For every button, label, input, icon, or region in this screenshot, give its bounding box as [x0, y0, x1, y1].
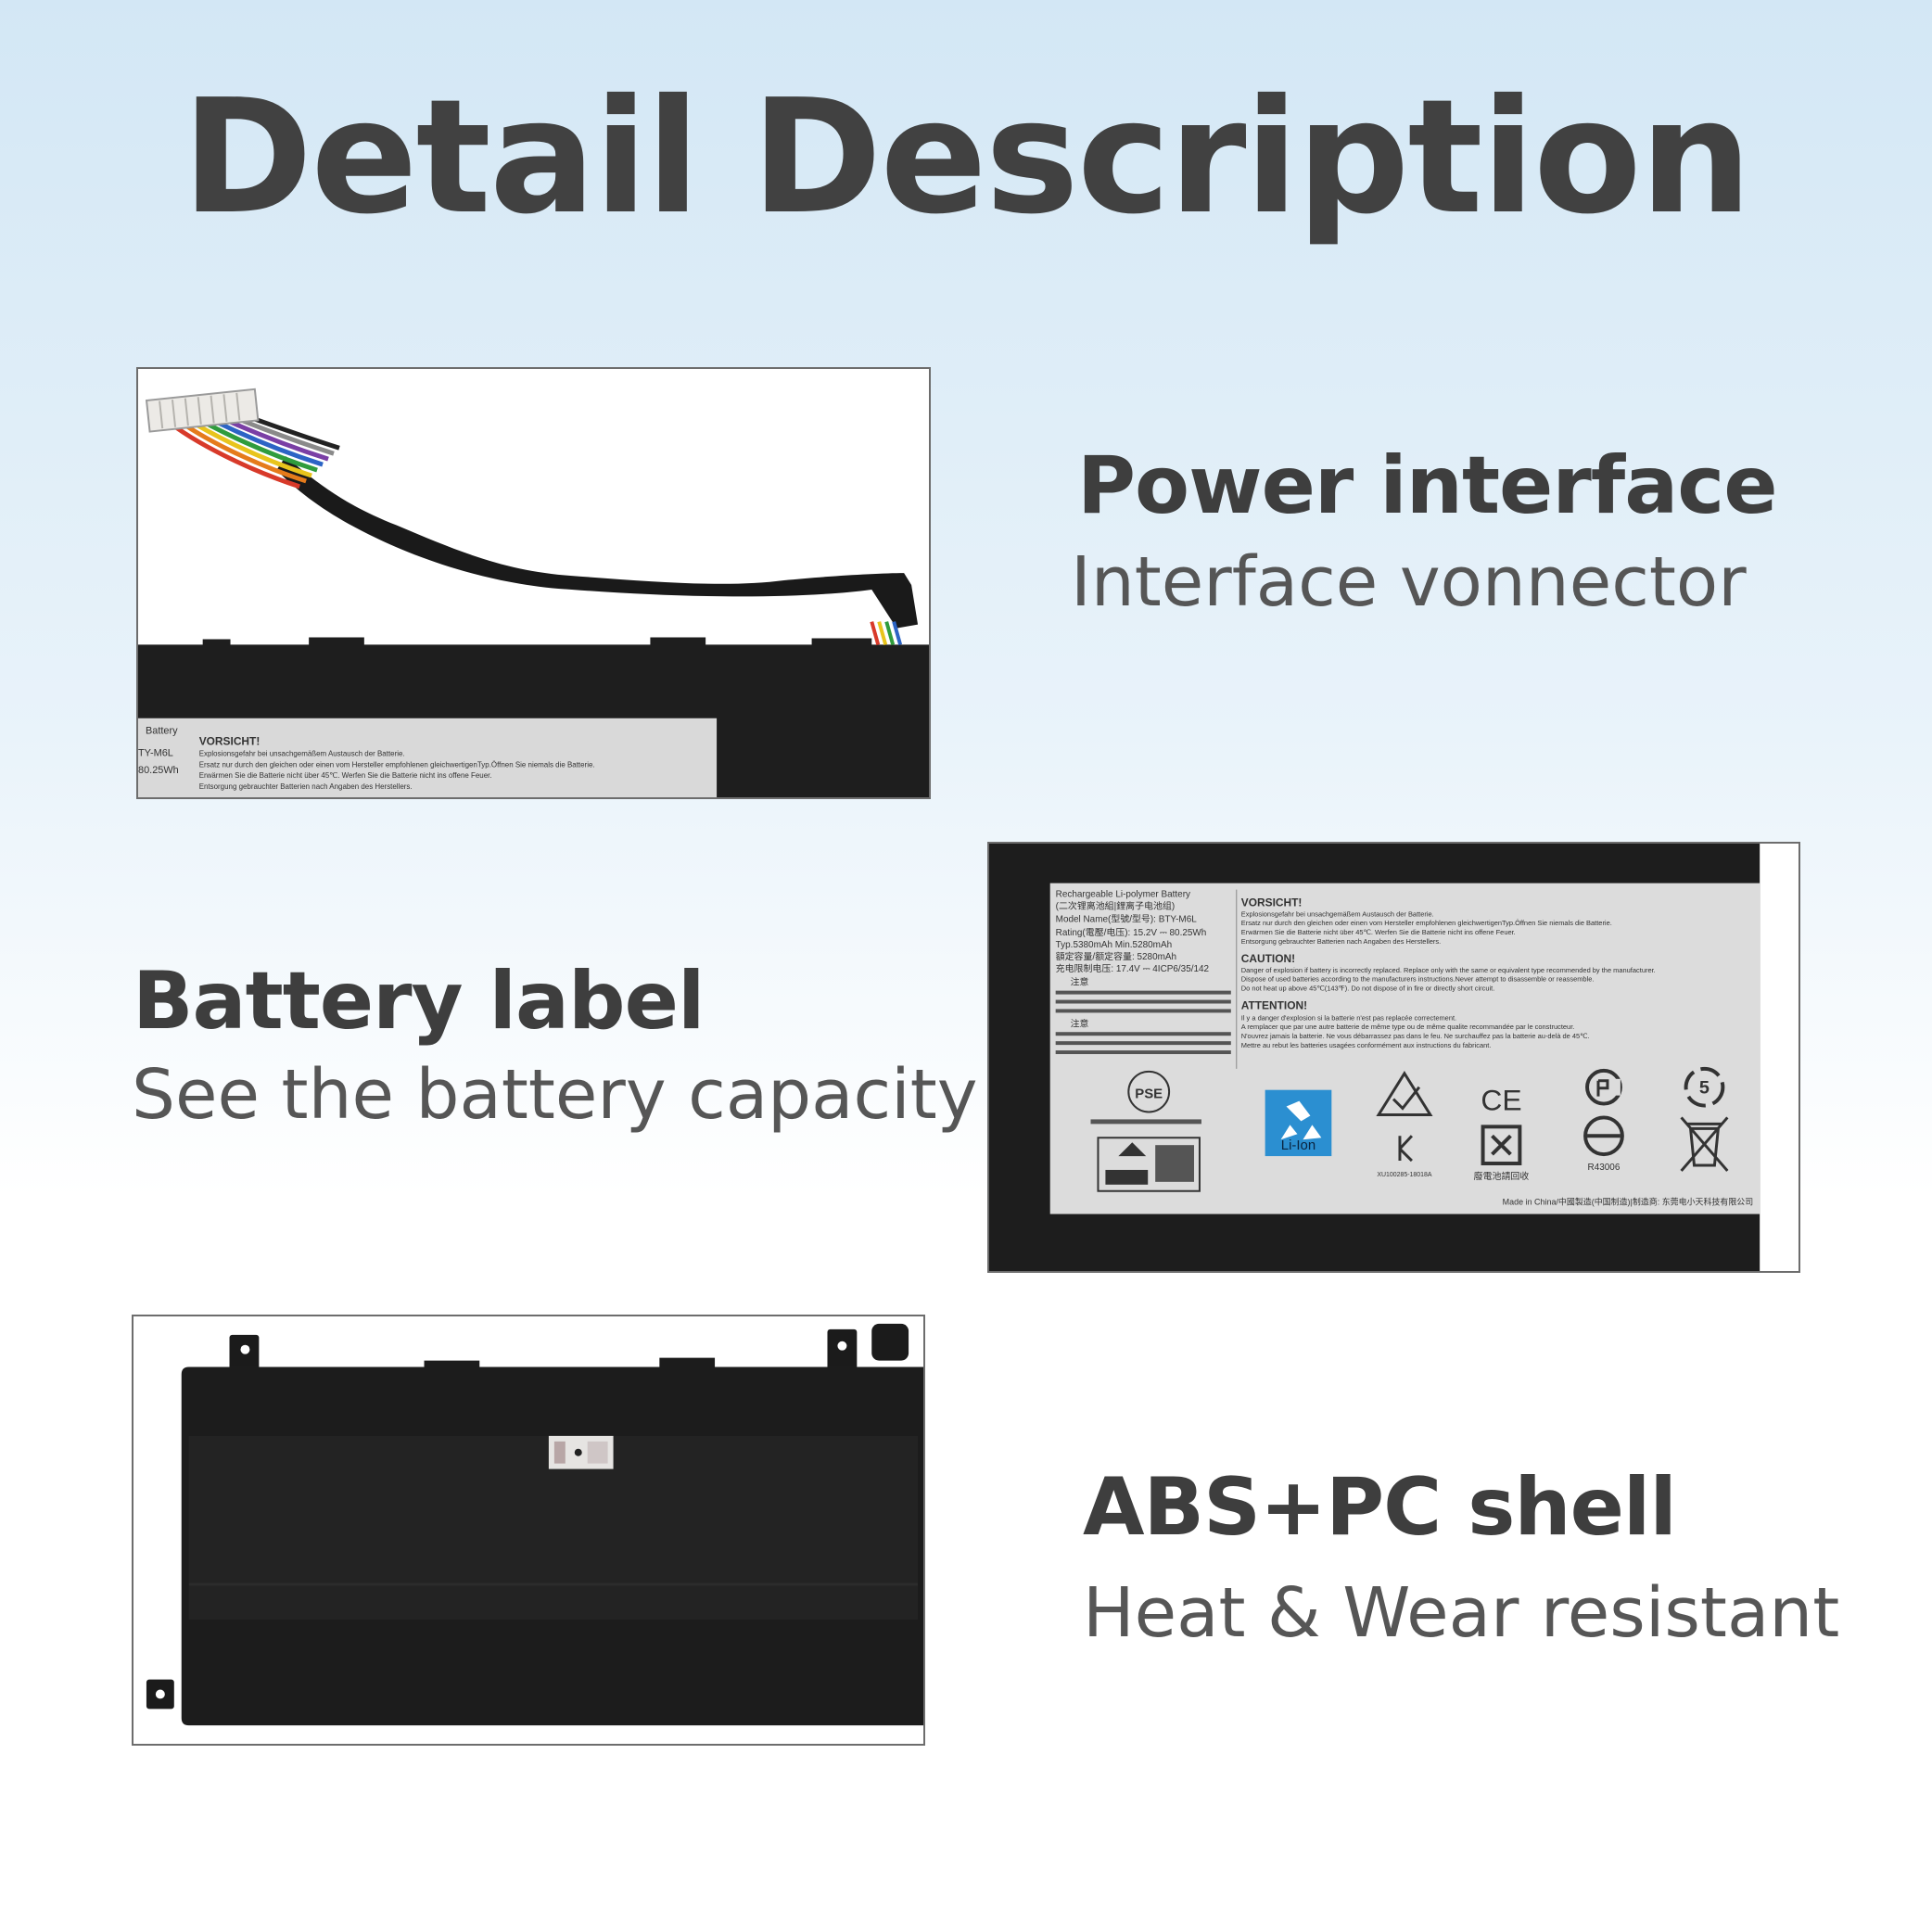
label-line: Rechargeable Li-polymer Battery [1056, 890, 1190, 900]
vorsicht-line: Explosionsgefahr bei unsachgemäßem Austa… [1241, 909, 1434, 918]
crop-vorsicht-line: Ersatz nur durch den gleichen oder einen… [199, 760, 595, 769]
pse-text: PSE [1135, 1087, 1163, 1102]
weee-bin-icon [1680, 1116, 1729, 1172]
vorsicht-line: Erwärmen Sie die Batterie nicht über 45℃… [1241, 928, 1516, 936]
feature-heading: Power interface [1077, 439, 1778, 532]
power-interface-photo: Battery TY-M6L 80.25Wh VORSICHT! Explosi… [136, 367, 931, 799]
vorsicht-line: Entsorgung gebrauchter Batterien nach An… [1241, 937, 1441, 946]
feature-heading: Battery label [133, 955, 705, 1048]
crop-vorsicht: VORSICHT! [199, 735, 261, 748]
serial-sticker-icon [548, 1435, 614, 1469]
vorsicht-heading: VORSICHT! [1241, 896, 1303, 909]
attention-line: A remplacer que par une autre batterie d… [1241, 1023, 1575, 1031]
caution-line: Danger of explosion if battery is incorr… [1241, 966, 1656, 974]
crop-label-line: 80.25Wh [138, 765, 179, 776]
kc-icon [1398, 1135, 1414, 1163]
feature-subtitle: See the battery capacity [132, 1055, 978, 1135]
caution-line: Dispose of used batteries according to t… [1241, 975, 1595, 984]
feature-subtitle: Heat & Wear resistant [1083, 1573, 1840, 1653]
gost-icon [1583, 1115, 1624, 1157]
recycle-cn-text: 廢電池請回收 [1474, 1170, 1530, 1182]
warning-label: 注意 [1071, 1017, 1089, 1029]
china-recycle-icon [1481, 1125, 1522, 1165]
attention-line: Mettre au rebut les batteries usagées co… [1241, 1041, 1492, 1049]
feature-subtitle: Interface vonnector [1071, 542, 1747, 622]
label-line: Rating(電壓/电压): 15.2V ⎓ 80.25Wh [1056, 926, 1207, 938]
feature-heading: ABS+PC shell [1083, 1461, 1677, 1554]
attention-line: N'ouvrez jamais la batterie. Ne vous déb… [1241, 1032, 1590, 1040]
crop-label-line: TY-M6L [138, 747, 173, 758]
page-title: Detail Description [182, 66, 1752, 249]
crop-vorsicht-line: Entsorgung gebrauchter Batterien nach An… [199, 782, 413, 791]
tuv-mark-icon [1097, 1137, 1201, 1192]
li-ion-text: Li-Ion [1281, 1138, 1316, 1153]
label-line: 額定容量/额定容量: 5280mAh [1056, 950, 1176, 962]
battery-label-photo: Rechargeable Li-polymer Battery (二次锂离池組|… [987, 842, 1800, 1273]
eco-number: 5 [1699, 1078, 1710, 1099]
pse-icon: PSE [1127, 1070, 1171, 1113]
crop-vorsicht-line: Explosionsgefahr bei unsachgemäßem Austa… [199, 749, 405, 757]
crop-vorsicht-line: Erwärmen Sie die Batterie nicht über 45℃… [199, 771, 492, 780]
li-ion-recycle-icon: Li-Ion [1265, 1089, 1332, 1157]
r-code: R43006 [1588, 1163, 1621, 1173]
made-in-text: Made in China/中國製造(中国制造)|制造商: 东莞电小天科技有限公… [1503, 1197, 1754, 1207]
label-line: Typ.5380mAh Min.5280mAh [1056, 940, 1172, 950]
kc-code: XU100285-18018A [1377, 1172, 1432, 1178]
attention-line: Il y a danger d'explosion si la batterie… [1241, 1013, 1456, 1022]
pct-icon [1585, 1068, 1622, 1106]
vorsicht-line: Ersatz nur durch den gleichen oder einen… [1241, 919, 1612, 927]
attention-heading: ATTENTION! [1241, 998, 1307, 1011]
eco-recycle-icon: 5 [1684, 1066, 1725, 1108]
label-line: Model Name(型號/型号): BTY-M6L [1056, 912, 1198, 924]
shell-photo [132, 1315, 925, 1746]
rcm-icon [1376, 1071, 1433, 1116]
caution-heading: CAUTION! [1241, 952, 1295, 965]
warning-label: 注意 [1071, 976, 1089, 988]
label-line: 充电限制电压: 17.4V ⎓ 4ICP6/35/142 [1056, 962, 1210, 974]
caution-line: Do not heat up above 45℃(143℉). Do not d… [1241, 985, 1495, 993]
label-line: (二次锂离池組|鋰离子电池组) [1056, 899, 1176, 911]
ce-mark: CE [1481, 1084, 1521, 1117]
crop-label-line: Battery [146, 726, 178, 737]
